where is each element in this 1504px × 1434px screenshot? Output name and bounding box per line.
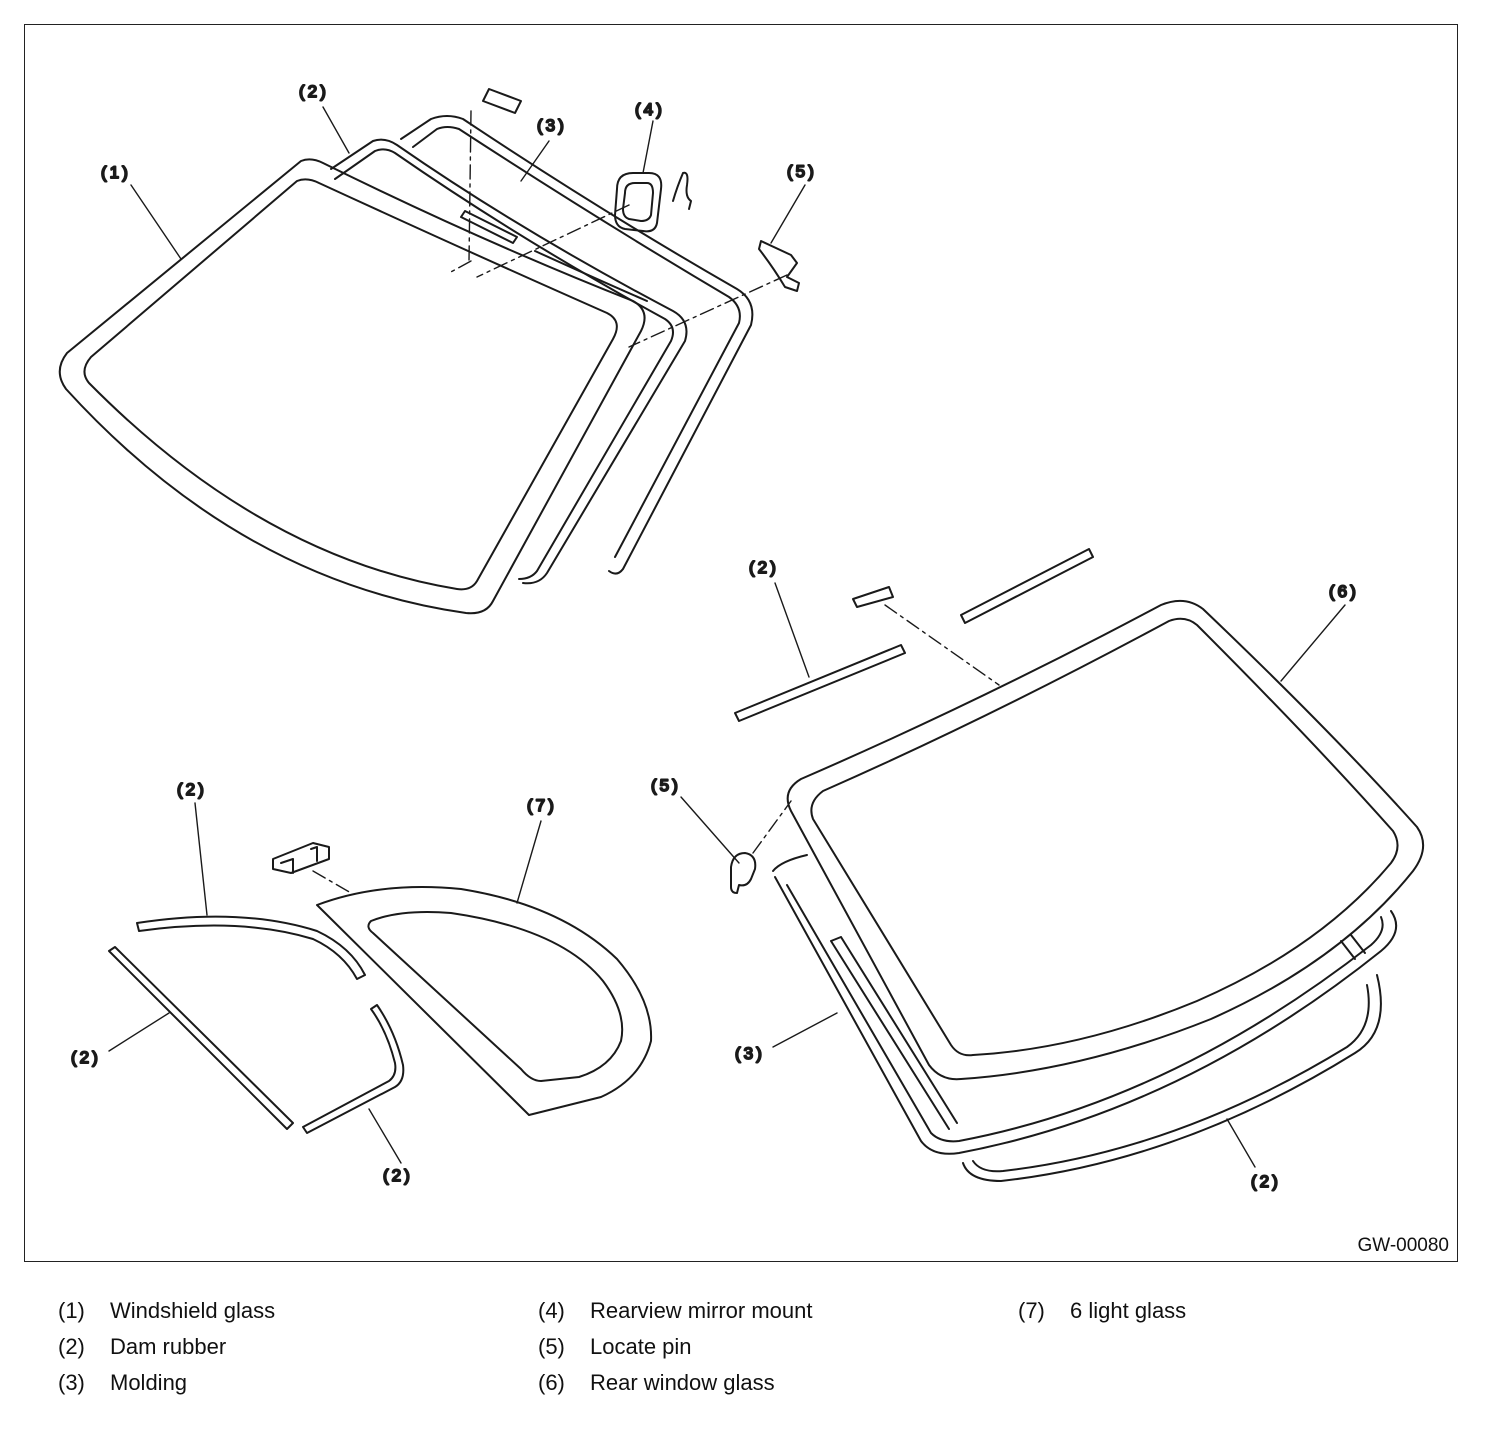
callout-1: (1)	[101, 163, 131, 182]
callout-5-windshield: (5)	[787, 162, 817, 181]
six-light-callout-leaders	[108, 802, 542, 1164]
callout-3-rear: (3)	[735, 1044, 765, 1063]
callout-2-windshield: (2)	[299, 82, 329, 101]
legend-number: (4)	[538, 1298, 565, 1323]
legend-item-six-light-glass: (7) 6 light glass	[1018, 1298, 1186, 1324]
rear-leader-lines	[752, 604, 1000, 854]
callout-3-windshield: (3)	[537, 116, 567, 135]
mirror-mount-part	[482, 88, 692, 233]
legend-label: Rearview mirror mount	[590, 1298, 813, 1323]
legend-number: (3)	[58, 1370, 85, 1395]
legend-number: (5)	[538, 1334, 565, 1359]
windshield-callout-leaders	[130, 106, 806, 260]
callout-7: (7)	[527, 796, 557, 815]
dam-rubber-rear	[734, 548, 1382, 1182]
dam-rubber-windshield	[330, 138, 688, 585]
callout-2-rear-top: (2)	[749, 558, 779, 577]
legend-number: (1)	[58, 1298, 85, 1323]
legend-number: (6)	[538, 1370, 565, 1395]
callout-6: (6)	[1329, 582, 1359, 601]
exploded-diagram: (1) (2) (3) (4) (5)	[58, 81, 1424, 1192]
legend-number: (2)	[58, 1334, 85, 1359]
legend-label: 6 light glass	[1070, 1298, 1187, 1323]
rear-callout-leaders	[680, 582, 1346, 1168]
callout-4: (4)	[635, 100, 665, 119]
legend-label: Locate pin	[590, 1334, 692, 1359]
legend-label: Windshield glass	[110, 1298, 276, 1323]
windshield-leader-lines	[448, 110, 788, 348]
molding-rear	[772, 854, 1398, 1155]
mirror-mount-block	[272, 842, 330, 874]
callout-2-six-light-bottom: (2)	[383, 1166, 413, 1185]
legend-label: Dam rubber	[110, 1334, 227, 1359]
legend-item-rearview-mirror-mount: (4) Rearview mirror mount	[538, 1298, 813, 1324]
windshield-glass-part	[58, 158, 646, 615]
locate-pin-rear	[730, 852, 757, 894]
legend-label: Molding	[110, 1370, 188, 1395]
molding-windshield	[400, 115, 754, 575]
legend-item-molding: (3) Molding	[58, 1370, 187, 1396]
legend-item-locate-pin: (5) Locate pin	[538, 1334, 692, 1360]
callout-2-rear-bottom: (2)	[1251, 1172, 1281, 1191]
legend-number: (7)	[1018, 1298, 1045, 1323]
legend-item-rear-window-glass: (6) Rear window glass	[538, 1370, 775, 1396]
rear-window-glass-part	[786, 599, 1424, 1081]
callout-5-rear: (5)	[651, 776, 681, 795]
legend-item-dam-rubber: (2) Dam rubber	[58, 1334, 226, 1360]
figure-id: GW-00080	[1357, 1235, 1449, 1256]
parts-legend: (1) Windshield glass (2) Dam rubber (3) Mol…	[58, 1298, 1478, 1418]
legend-label: Rear window glass	[590, 1370, 775, 1395]
legend-item-windshield-glass: (1) Windshield glass	[58, 1298, 275, 1324]
locate-pin-windshield	[758, 240, 800, 292]
callout-2-six-light-left: (2)	[71, 1048, 101, 1067]
six-light-glass-part	[316, 886, 653, 1116]
exploded-diagram-frame: (1) (2) (3) (4) (5)	[24, 24, 1458, 1262]
dam-rubber-six-light	[108, 915, 405, 1134]
six-light-leader-lines	[312, 870, 352, 894]
callout-2-six-light-top: (2)	[177, 780, 207, 799]
